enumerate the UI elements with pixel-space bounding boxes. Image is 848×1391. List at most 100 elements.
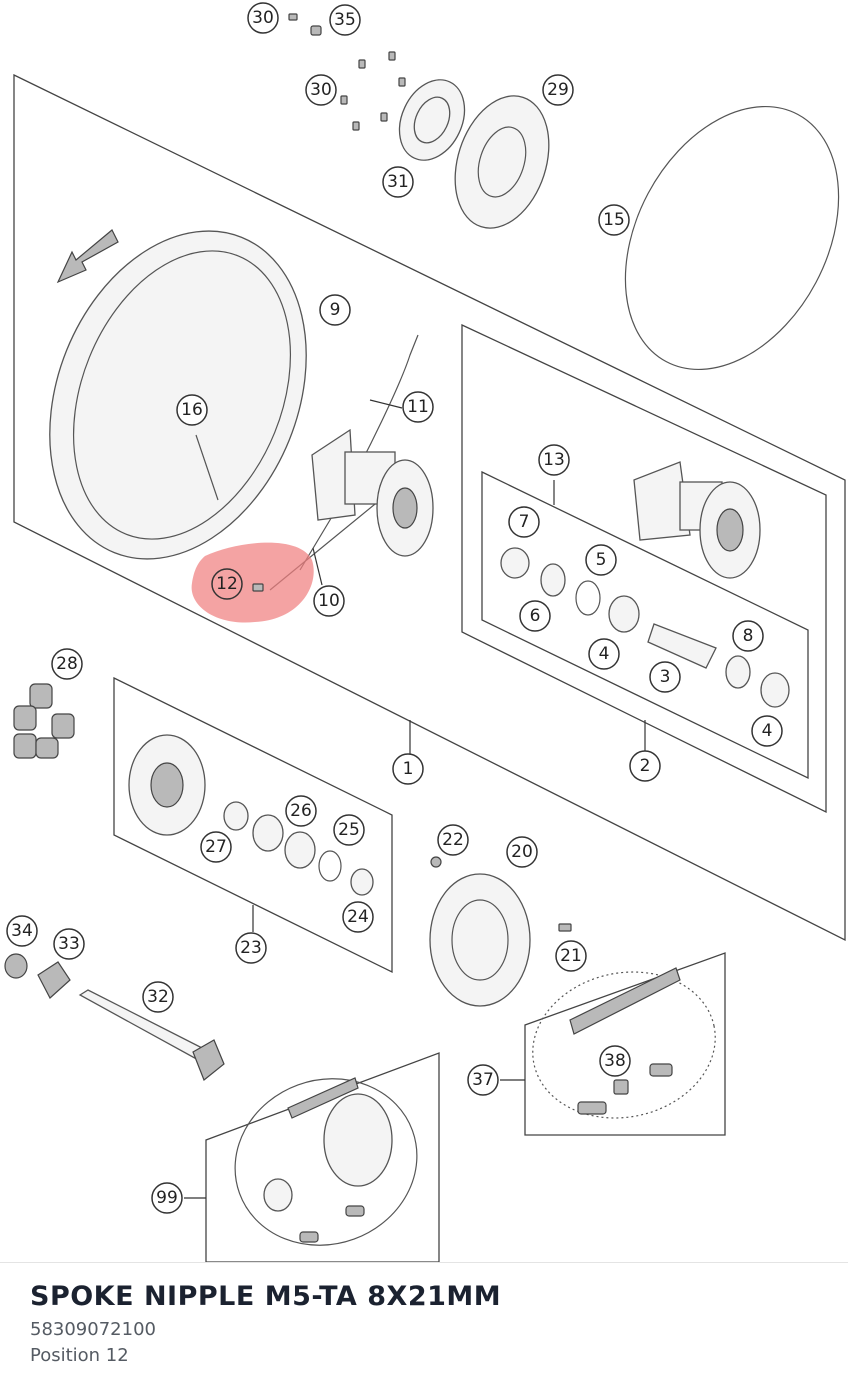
svg-text:25: 25	[338, 820, 360, 840]
bearing-kit-frame	[481, 470, 809, 780]
chain-link-2	[577, 1101, 607, 1115]
sprocket-nut	[430, 856, 442, 868]
bearing-kit-parts	[500, 547, 790, 708]
callout-30[interactable]: 30	[305, 74, 337, 106]
drive-chain-loop	[234, 1078, 418, 1246]
svg-text:32: 32	[147, 987, 169, 1007]
chain-section	[569, 967, 681, 1035]
svg-text:21: 21	[560, 946, 582, 966]
callout-4-lower[interactable]: 4	[751, 715, 783, 747]
chain-kit-frame	[524, 952, 726, 1136]
part-number: 58309072100	[30, 1319, 156, 1340]
axle-nut	[4, 953, 28, 979]
svg-text:34: 34	[11, 921, 33, 941]
callout-2[interactable]: 2	[629, 750, 661, 782]
callout-22[interactable]: 22	[437, 824, 469, 856]
selected-part-highlight	[191, 542, 314, 623]
callout-99[interactable]: 99	[151, 1182, 183, 1214]
svg-text:5: 5	[596, 550, 607, 570]
callout-4-upper[interactable]: 4	[588, 638, 620, 670]
hub-assembly-frame	[461, 323, 827, 814]
svg-text:24: 24	[347, 907, 369, 927]
callout-30-top[interactable]: 30	[247, 2, 279, 34]
drive-kit-frame	[205, 1052, 440, 1262]
svg-text:20: 20	[511, 842, 533, 862]
rotation-arrow	[56, 229, 119, 284]
svg-text:2: 2	[640, 756, 651, 776]
rim-nipple-line	[195, 434, 219, 501]
carrier-bearings	[223, 801, 374, 896]
callout-9[interactable]: 9	[319, 294, 351, 326]
svg-text:13: 13	[543, 450, 565, 470]
callout-28[interactable]: 28	[51, 648, 83, 680]
top-bolts	[288, 13, 406, 131]
rim-tape	[624, 105, 840, 371]
callout-3[interactable]: 3	[649, 661, 681, 693]
svg-text:27: 27	[205, 837, 227, 857]
callout-24[interactable]: 24	[342, 901, 374, 933]
svg-text:29: 29	[547, 80, 569, 100]
svg-text:31: 31	[387, 172, 409, 192]
brake-disc-carrier	[398, 79, 466, 161]
svg-text:37: 37	[472, 1070, 494, 1090]
chain-loop	[532, 971, 716, 1119]
callout-13[interactable]: 13	[538, 444, 570, 476]
callout-15[interactable]: 15	[598, 204, 630, 236]
callout-1[interactable]: 1	[392, 753, 424, 785]
callout-26[interactable]: 26	[285, 795, 317, 827]
svg-text:7: 7	[519, 512, 530, 532]
callout-29[interactable]: 29	[542, 74, 574, 106]
callout-6[interactable]: 6	[519, 600, 551, 632]
callouts: 30 35 30 29 31 15 9 16 11 13 7 5 6 4 8 3…	[6, 2, 783, 1214]
rear-hub	[311, 428, 434, 557]
svg-text:30: 30	[310, 80, 332, 100]
drive-rear-sprocket	[323, 1093, 393, 1187]
svg-text:9: 9	[330, 300, 341, 320]
svg-text:12: 12	[216, 574, 238, 594]
callout-11[interactable]: 11	[402, 391, 434, 423]
svg-text:35: 35	[334, 10, 356, 30]
callout-21[interactable]: 21	[555, 940, 587, 972]
callout-35[interactable]: 35	[329, 4, 361, 36]
callout-16[interactable]: 16	[176, 394, 208, 426]
callout-34[interactable]: 34	[6, 915, 38, 947]
spoke-nipple	[252, 583, 264, 592]
callout-10[interactable]: 10	[313, 585, 345, 617]
front-sprocket	[263, 1178, 293, 1212]
callout-5[interactable]: 5	[585, 544, 617, 576]
part-info-panel: SPOKE NIPPLE M5-TA 8X21MM 58309072100 Po…	[0, 1262, 848, 1391]
callout-33[interactable]: 33	[53, 928, 85, 960]
svg-text:23: 23	[240, 938, 262, 958]
exploded-parts-diagram: 30 35 30 29 31 15 9 16 11 13 7 5 6 4 8 3…	[4, 2, 846, 1262]
cush-drive-rubbers	[13, 683, 75, 759]
svg-text:30: 30	[252, 8, 274, 28]
svg-text:22: 22	[442, 830, 464, 850]
callout-32[interactable]: 32	[142, 981, 174, 1013]
sprocket-carrier	[128, 734, 206, 836]
callout-7[interactable]: 7	[508, 506, 540, 538]
callout-12[interactable]: 12	[211, 568, 243, 600]
svg-text:4: 4	[762, 721, 773, 741]
leader-lines	[184, 399, 646, 1199]
sprocket-bolt	[558, 923, 572, 932]
rear-sprocket	[429, 873, 531, 1007]
brake-disc	[454, 95, 550, 229]
svg-text:10: 10	[318, 591, 340, 611]
callout-23[interactable]: 23	[235, 932, 267, 964]
svg-text:26: 26	[290, 801, 312, 821]
axle-head	[192, 1039, 225, 1081]
wheel-rim	[49, 230, 307, 560]
svg-text:99: 99	[156, 1188, 178, 1208]
svg-text:4: 4	[599, 644, 610, 664]
callout-31[interactable]: 31	[382, 166, 414, 198]
carrier-assembly-frame	[113, 676, 393, 974]
svg-text:8: 8	[743, 626, 754, 646]
callout-25[interactable]: 25	[333, 814, 365, 846]
wheel-assembly-frame	[13, 73, 846, 942]
callout-37[interactable]: 37	[467, 1064, 499, 1096]
callout-20[interactable]: 20	[506, 836, 538, 868]
callout-8[interactable]: 8	[732, 620, 764, 652]
callout-27[interactable]: 27	[200, 831, 232, 863]
callout-38[interactable]: 38	[599, 1045, 631, 1077]
svg-text:3: 3	[660, 667, 671, 687]
